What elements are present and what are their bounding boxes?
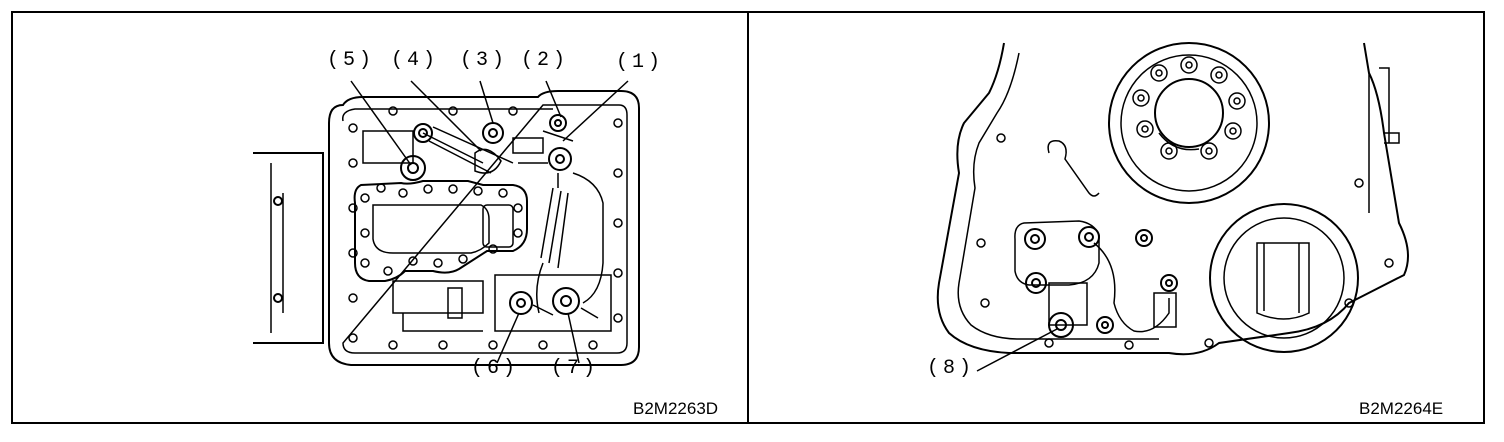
valve-body-illustration bbox=[253, 80, 640, 366]
transmission-case-illustration bbox=[936, 42, 1409, 372]
callout-3: (3) bbox=[460, 49, 509, 72]
callout-7: (7) bbox=[551, 357, 600, 380]
callout-8: (8) bbox=[927, 357, 976, 380]
figure-frame: (1) (2) (3) (4) (5) (6) (7) B2M2263D bbox=[11, 11, 1485, 424]
callout-4: (4) bbox=[391, 49, 440, 72]
left-figure-panel: (1) (2) (3) (4) (5) (6) (7) B2M2263D bbox=[13, 13, 747, 422]
right-figure-panel: (8) B2M2264E bbox=[749, 13, 1483, 422]
callout-5: (5) bbox=[327, 49, 376, 72]
figure-code: B2M2264E bbox=[1359, 399, 1444, 418]
figure-code: B2M2263D bbox=[633, 399, 719, 418]
callout-1: (1) bbox=[616, 51, 665, 74]
callout-6: (6) bbox=[471, 357, 520, 380]
callout-2: (2) bbox=[521, 49, 570, 72]
panel-divider bbox=[747, 13, 749, 422]
